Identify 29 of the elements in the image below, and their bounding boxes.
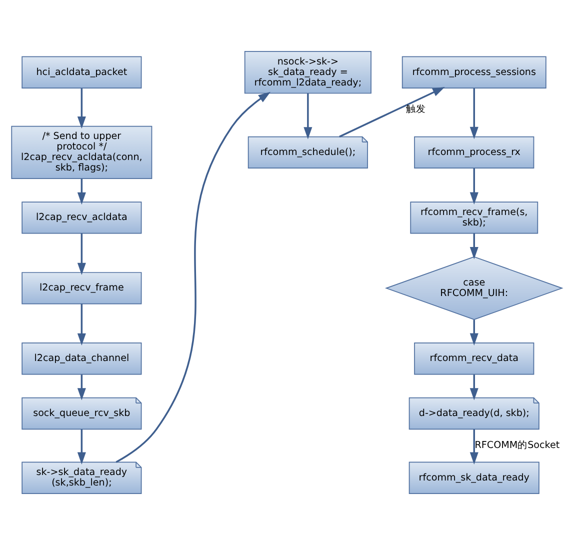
node-box: rfcomm_process_sessions	[402, 56, 546, 88]
arrow	[470, 428, 478, 464]
node-box: rfcomm_sk_data_ready	[408, 461, 540, 494]
arrow	[77, 428, 86, 464]
arrow	[77, 88, 86, 128]
node-box: rfcomm_process_rx	[414, 136, 534, 168]
node-box: hci_acldata_packet	[22, 56, 142, 88]
node-diamond: case RFCOMM_UIH:	[384, 256, 564, 320]
arrow	[470, 319, 478, 345]
node-box: rfcomm_recv_frame(s, skb);	[410, 201, 538, 234]
arrow	[77, 178, 86, 204]
arrow	[470, 88, 478, 139]
node-box: l2cap_data_channel	[22, 342, 142, 374]
arrow	[339, 86, 445, 137]
arrow	[470, 168, 478, 204]
arrow	[116, 91, 271, 462]
arrow	[77, 303, 86, 346]
arrow	[77, 374, 86, 400]
node-box: l2cap_recv_acldata	[22, 201, 142, 234]
node-box: l2cap_recv_frame	[22, 272, 142, 304]
arrow	[470, 374, 478, 400]
node-box: /* Send to upper protocol */ l2cap_recv_acldata(conn, skb, flags);	[11, 125, 152, 178]
node-box: nsock->sk-> sk_data_ready = rfcomm_l2data_ready;	[244, 50, 372, 94]
arrow	[77, 232, 86, 275]
edge-label: 触发	[406, 104, 426, 115]
node-box: rfcomm_recv_data	[414, 342, 534, 374]
arrow	[470, 232, 478, 259]
arrow	[304, 92, 312, 139]
edge-label: RFCOMM的Socket	[474, 440, 560, 451]
